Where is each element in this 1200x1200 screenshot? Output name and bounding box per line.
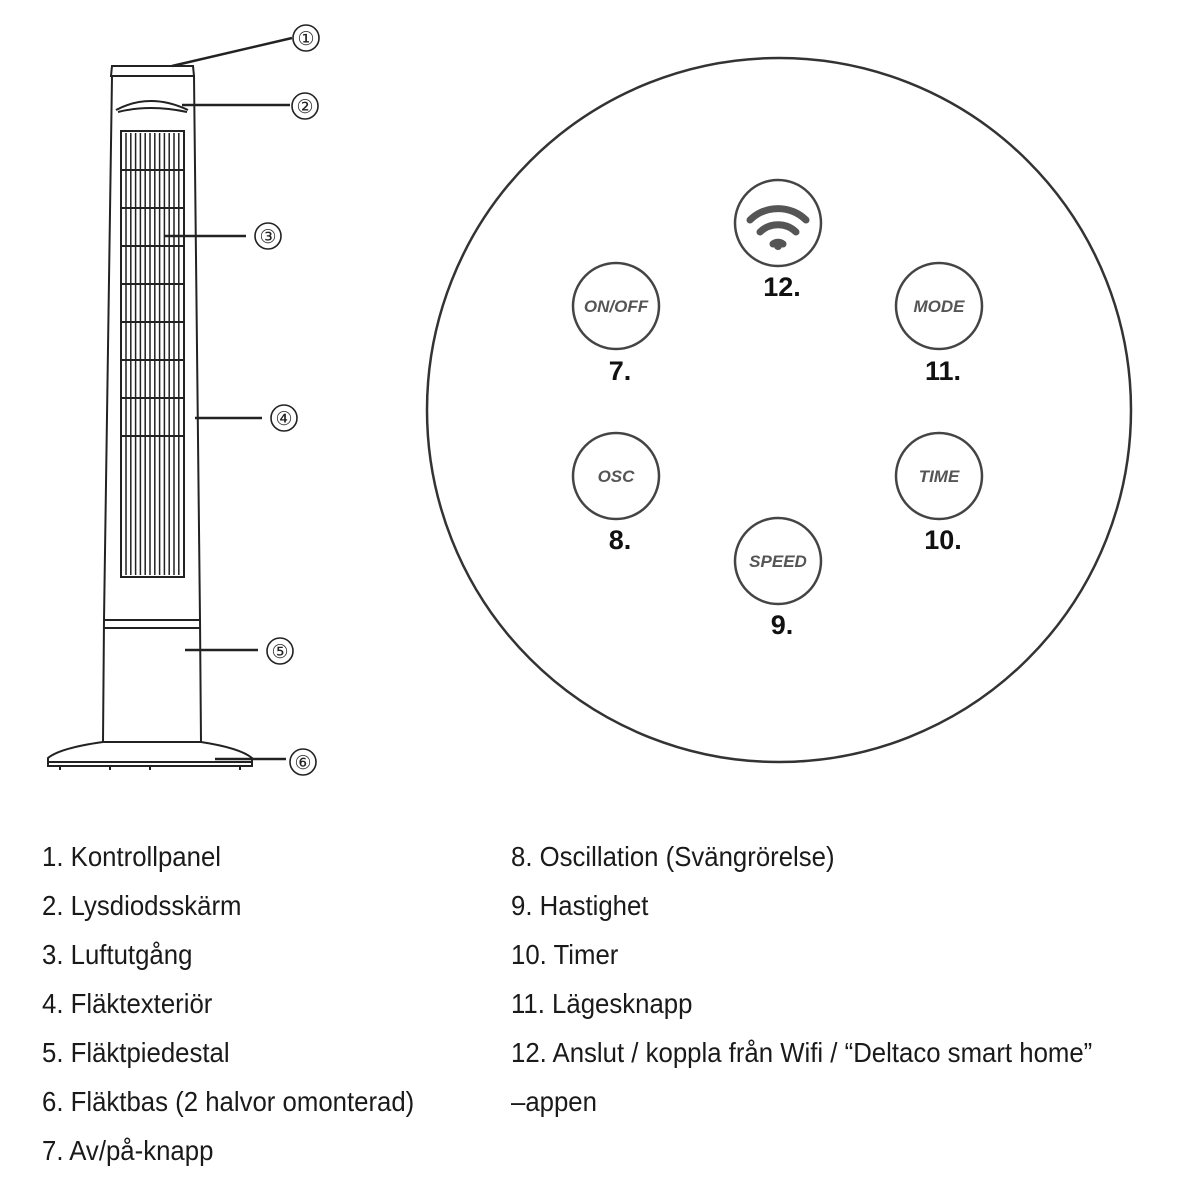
svg-text:②: ② (296, 96, 313, 118)
mode-button-label: MODE (914, 297, 966, 316)
svg-text:⑥: ⑥ (294, 752, 311, 774)
onoff-button[interactable]: ON/OFF (571, 261, 661, 351)
speed-button[interactable]: SPEED (733, 516, 823, 606)
wifi-button[interactable] (733, 178, 823, 268)
legend-item-4: 4. Fläktexteriör (42, 988, 213, 1019)
fan-top-cap (109, 65, 196, 77)
fan-body (102, 75, 202, 621)
led-display (115, 100, 189, 111)
legend-item-9: 9. Hastighet (511, 890, 649, 921)
legend-item-3: 3. Luftutgång (42, 939, 193, 970)
legend-item-8: 8. Oscillation (Svängrörelse) (511, 841, 835, 872)
legend-item-12: 12. Anslut / koppla från Wifi / “Deltaco… (511, 1037, 1093, 1068)
mode-button-number: 11. (925, 356, 961, 386)
fan-diagram: ① ② ③ ④ ⑤ ⑥ 12. (47, 24, 1133, 776)
svg-text:③: ③ (259, 226, 276, 248)
time-button-number: 10. (924, 525, 962, 555)
fan-base (47, 741, 253, 767)
legend-item-7: 7. Av/på-knapp (42, 1135, 214, 1166)
legend-item-11: 11. Lägesknapp (511, 988, 693, 1019)
mode-button[interactable]: MODE (894, 261, 984, 351)
legend-item-5: 5. Fläktpiedestal (42, 1037, 230, 1068)
callout-3: ③ (254, 222, 282, 250)
legend-item-1: 1. Kontrollpanel (42, 841, 222, 872)
svg-text:①: ① (297, 28, 314, 50)
fan-pedestal (101, 619, 203, 743)
legend-item-12-continued: –appen (511, 1086, 597, 1117)
leader-lines (165, 36, 293, 761)
grille-bars (122, 169, 183, 437)
wifi-button-number: 12. (763, 272, 801, 302)
osc-button-number: 8. (609, 525, 632, 555)
time-button-label: TIME (919, 467, 960, 486)
osc-button[interactable]: OSC (571, 431, 661, 521)
speed-button-label: SPEED (749, 552, 807, 571)
time-button[interactable]: TIME (894, 431, 984, 521)
grille-slats (125, 133, 180, 575)
callout-4: ④ (270, 404, 298, 432)
legend-left-column: 1. Kontrollpanel 2. Lysdiodsskärm 3. Luf… (42, 832, 414, 1175)
legend-right-column: 8. Oscillation (Svängrörelse) 9. Hastigh… (511, 832, 1092, 1126)
callout-5: ⑤ (266, 637, 294, 665)
svg-text:⑤: ⑤ (271, 641, 288, 663)
callout-6: ⑥ (289, 748, 317, 776)
callout-1: ① (292, 24, 320, 52)
onoff-button-label: ON/OFF (584, 297, 649, 316)
legend-item-2: 2. Lysdiodsskärm (42, 890, 242, 921)
air-outlet-grille (120, 130, 185, 578)
osc-button-label: OSC (598, 467, 636, 486)
callouts: ① ② ③ ④ ⑤ ⑥ (254, 24, 320, 776)
legend-item-6: 6. Fläktbas (2 halvor omonterad) (42, 1086, 415, 1117)
control-panel-circle (425, 56, 1133, 764)
onoff-button-number: 7. (609, 356, 632, 386)
speed-button-number: 9. (771, 610, 794, 640)
legend-item-10: 10. Timer (511, 939, 619, 970)
svg-text:④: ④ (275, 408, 292, 430)
tower-fan-drawing (47, 65, 253, 770)
callout-2: ② (291, 92, 319, 120)
